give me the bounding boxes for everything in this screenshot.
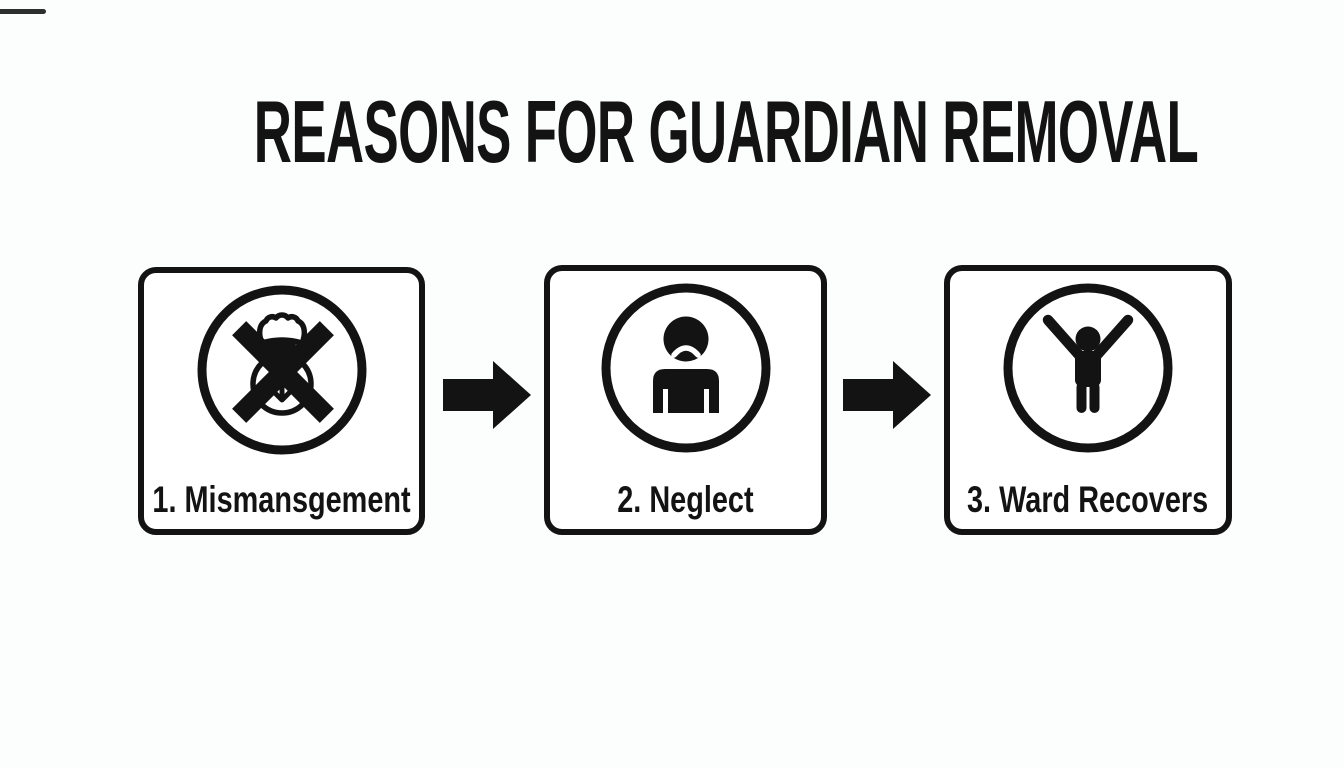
scan-artifact — [0, 9, 46, 14]
person-arms-raised-icon — [1002, 282, 1174, 454]
step-card-ward-recovers: 3. Ward Recovers — [944, 265, 1232, 535]
step-card-mismanagement: 1. Mismansgement — [138, 267, 425, 535]
arrow-right-icon — [443, 361, 531, 429]
page-title: REASONS FOR GUARDIAN REMOVAL — [253, 82, 1199, 181]
step-label: 1. Mismansgement — [152, 479, 411, 521]
step-label: 2. Neglect — [617, 479, 754, 521]
sad-person-icon — [600, 282, 772, 454]
arrow-right-icon — [843, 361, 931, 429]
step-card-neglect: 2. Neglect — [544, 265, 827, 535]
money-bag-crossed-icon — [196, 284, 368, 456]
step-label: 3. Ward Recovers — [967, 479, 1209, 521]
